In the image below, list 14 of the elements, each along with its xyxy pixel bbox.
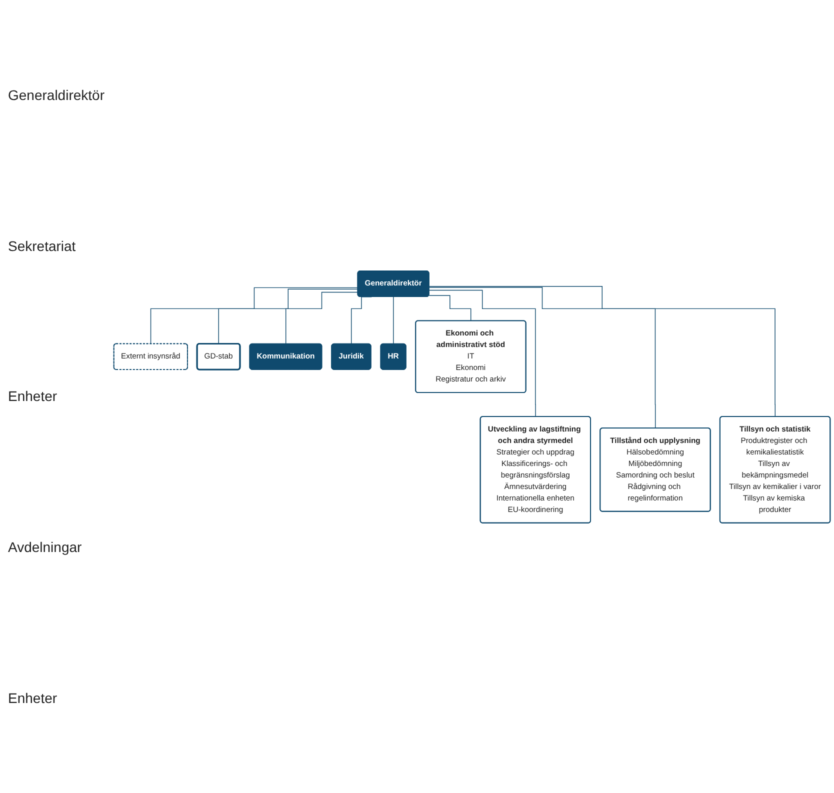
level-label: Avdelningar xyxy=(8,539,83,556)
connector xyxy=(218,288,358,344)
connector xyxy=(428,290,536,417)
connector xyxy=(393,296,394,344)
level-label: Generaldirektör xyxy=(8,87,106,104)
connector xyxy=(428,286,656,428)
connector xyxy=(150,286,358,344)
level-label: Enheter xyxy=(8,388,58,404)
connector xyxy=(285,292,358,344)
connector xyxy=(350,296,372,344)
level-label: Sekretariat xyxy=(8,238,77,254)
connector xyxy=(428,294,472,321)
level-label: Enheter xyxy=(8,690,58,706)
connector xyxy=(428,286,776,417)
